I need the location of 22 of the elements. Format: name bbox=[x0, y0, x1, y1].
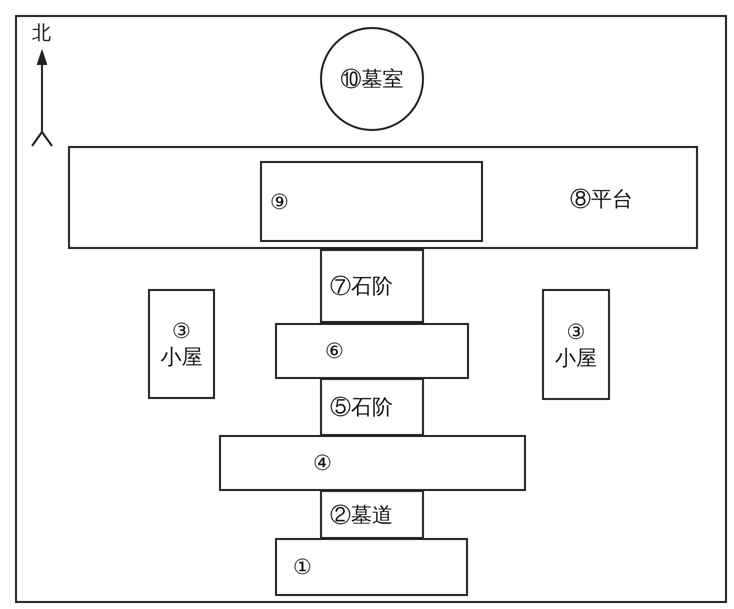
platform-box bbox=[68, 146, 698, 249]
terrace-box bbox=[219, 435, 526, 491]
node-label: ⑩墓室 bbox=[340, 66, 404, 92]
node-label: ②墓道 bbox=[330, 502, 393, 528]
node-label: ⑦石阶 bbox=[330, 273, 393, 299]
hut-box bbox=[148, 289, 215, 399]
passage-box bbox=[320, 490, 424, 539]
node-label: ⑨ bbox=[270, 188, 289, 214]
terrace-box bbox=[275, 538, 468, 596]
node-label: ③小屋 bbox=[555, 318, 597, 370]
node-label: ① bbox=[293, 554, 312, 580]
north-label: 北 bbox=[32, 21, 51, 46]
node-label: ③小屋 bbox=[160, 318, 202, 370]
node-label: ⑥ bbox=[325, 338, 344, 364]
stair-box bbox=[320, 249, 424, 323]
node-label: ⑤石阶 bbox=[330, 394, 393, 420]
area-box bbox=[260, 161, 483, 242]
terrace-box bbox=[275, 323, 469, 379]
hut-box bbox=[542, 289, 610, 400]
stair-box bbox=[320, 378, 424, 436]
node-label: ④ bbox=[313, 450, 332, 476]
node-label: ⑧平台 bbox=[570, 186, 633, 212]
